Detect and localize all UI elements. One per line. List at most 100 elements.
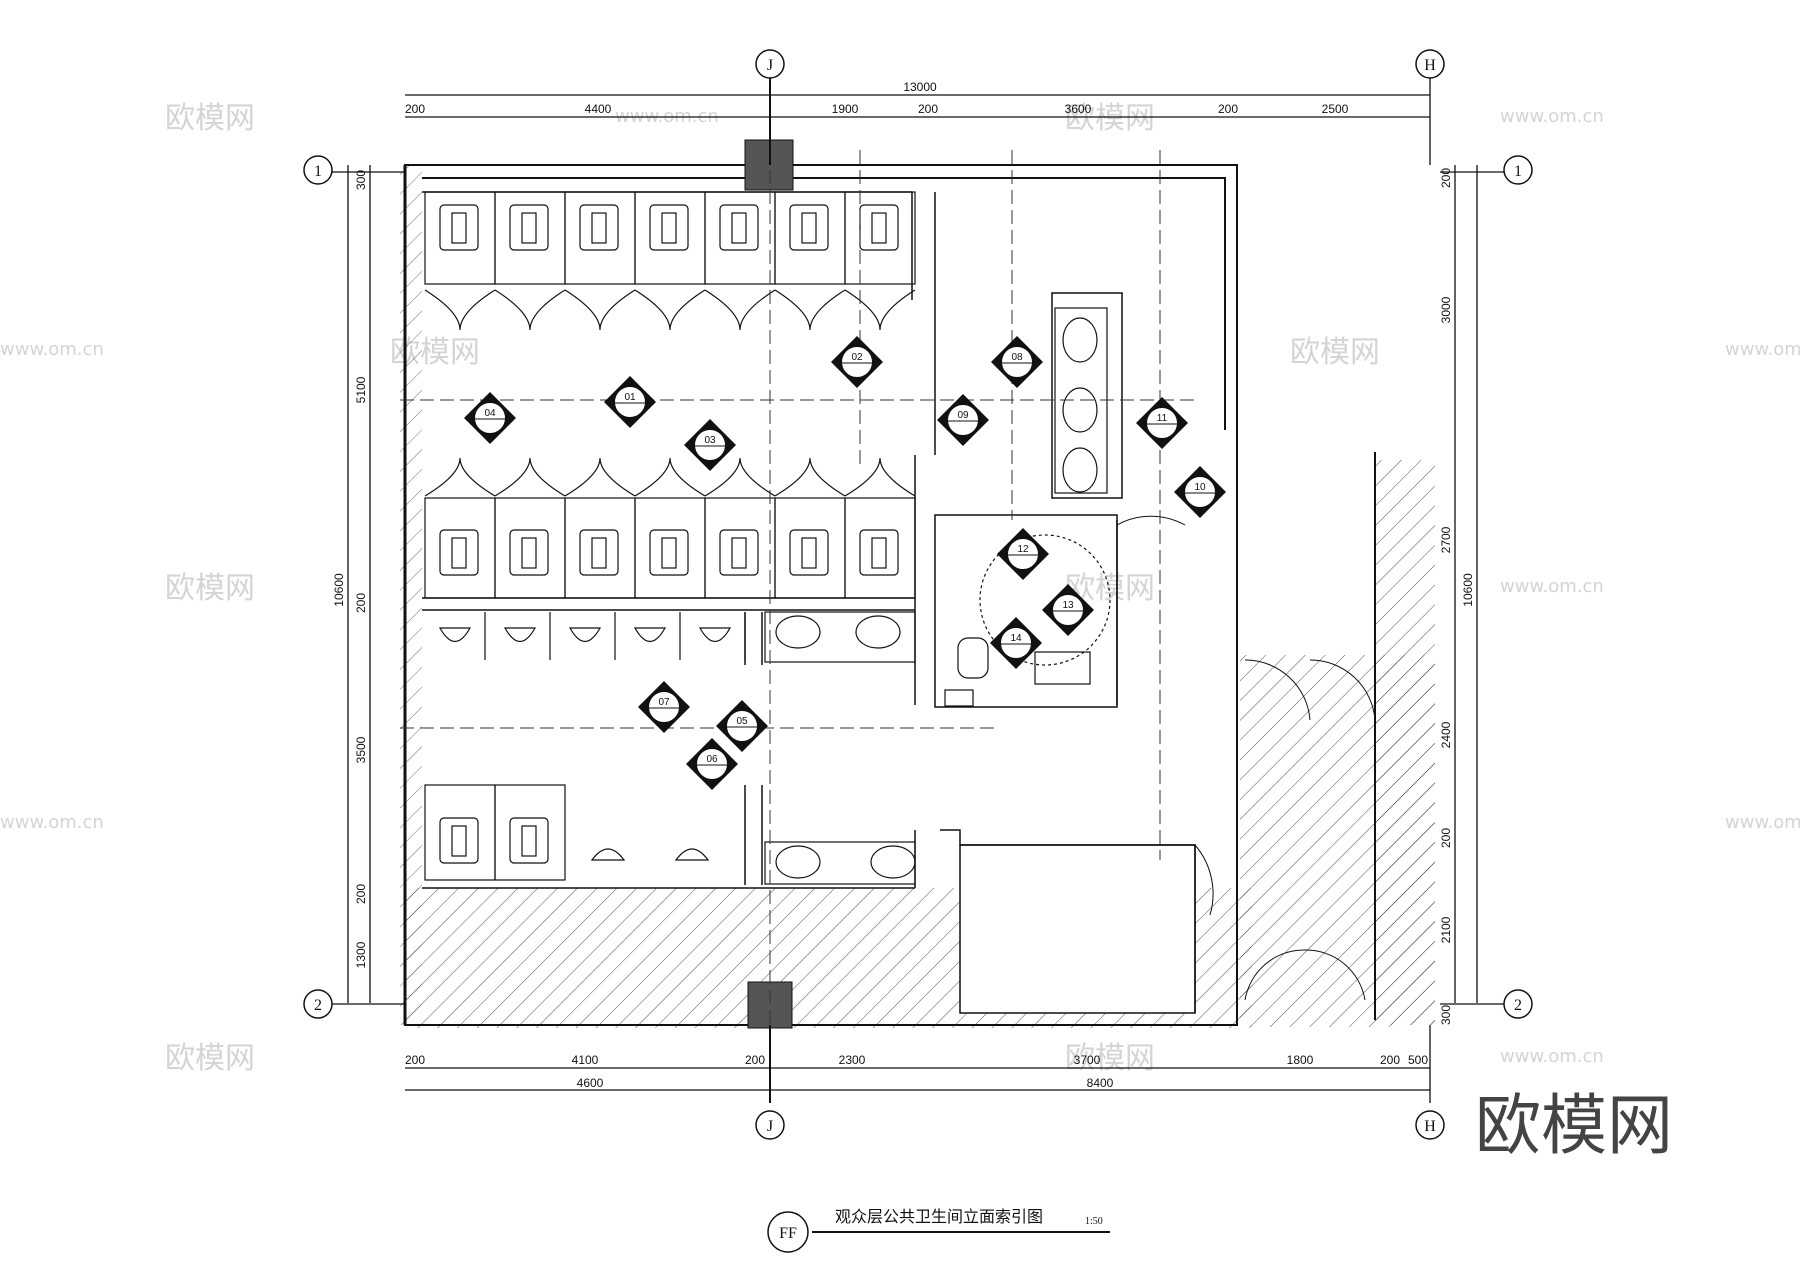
index-marker: 08 — [991, 336, 1043, 388]
index-marker-label: 09 — [957, 410, 969, 421]
watermark-brand: 欧模网 — [165, 101, 255, 136]
dim-right-seg: 2400 — [1439, 721, 1453, 748]
index-marker-label: 06 — [706, 754, 718, 765]
grid-label: 2 — [314, 997, 322, 1014]
grid-label: 2 — [1514, 997, 1522, 1014]
vanity-counter — [764, 841, 916, 885]
index-marker-label: 10 — [1194, 482, 1206, 493]
wash-basin — [1062, 447, 1098, 493]
drawing-title: 观众层公共卫生间立面索引图 — [835, 1208, 1043, 1226]
drawing-scale: 1:50 — [1085, 1216, 1103, 1227]
dim-bottom: 200 4100 200 2300 3700 1800 200 500 4600… — [405, 1053, 1428, 1090]
title-block: FF 观众层公共卫生间立面索引图 1:50 — [767, 1208, 1110, 1253]
toilet-stall — [634, 457, 706, 599]
watermark-brand: 欧模网 — [1290, 335, 1380, 370]
index-marker: 02 — [831, 336, 883, 388]
reference-lines — [400, 150, 1200, 1050]
view-mark: FF — [779, 1225, 797, 1242]
toilet-stall — [844, 457, 916, 599]
index-marker-label: 13 — [1062, 600, 1074, 611]
wash-basin — [1062, 387, 1098, 433]
toilet-stall — [564, 457, 636, 599]
toilet-stall — [494, 784, 566, 881]
index-marker-label: 07 — [658, 697, 670, 708]
dim-right-seg: 200 — [1439, 168, 1453, 188]
view-mark-circle — [767, 1211, 809, 1253]
dim-bottom-seg: 200 — [1380, 1053, 1400, 1067]
toilet-stall — [774, 457, 846, 599]
grid-label: 1 — [314, 163, 322, 180]
dim-left-seg: 200 — [354, 884, 368, 904]
watermark-brand: 欧模网 — [1065, 101, 1155, 136]
index-marker: 13 — [1042, 584, 1094, 636]
dim-left-total: 10600 — [332, 573, 346, 607]
urinal — [438, 612, 486, 660]
grid-label: J — [767, 1118, 773, 1135]
grid-bubble-col-h-bottom: H — [1415, 1110, 1445, 1140]
dim-left-seg: 200 — [354, 593, 368, 613]
grid-label: 1 — [1514, 163, 1522, 180]
dim-right-seg: 300 — [1439, 1005, 1453, 1025]
dim-top-seg: 2500 — [1322, 102, 1349, 116]
watermark-brand: 欧模网 — [1065, 1041, 1155, 1076]
index-marker-label: 04 — [484, 408, 496, 419]
toilet-stall — [494, 191, 566, 331]
dim-right-seg: 2100 — [1439, 916, 1453, 943]
urinal — [633, 612, 681, 660]
grid-label: H — [1424, 1118, 1436, 1135]
dim-right: 10600 200 3000 2700 2400 200 2100 300 — [1439, 168, 1475, 1025]
turning-circle — [979, 534, 1111, 666]
grid-bubble-row-1-left: 1 — [303, 155, 333, 185]
toilet-stall — [494, 457, 566, 599]
index-marker-label: 12 — [1017, 544, 1029, 555]
dim-top-seg: 200 — [918, 102, 938, 116]
grid-bubble-row-2-right: 2 — [1503, 989, 1533, 1019]
toilet-stall — [634, 191, 706, 331]
index-marker: 07 — [638, 681, 690, 733]
dim-bottom-total: 8400 — [1087, 1076, 1114, 1090]
watermark-logo: 欧模网 — [1475, 1087, 1673, 1164]
toilet-stall — [424, 457, 496, 599]
index-marker-label: 11 — [1157, 413, 1168, 424]
watermark-brand: 欧模网 — [165, 1041, 255, 1076]
dim-left-seg: 3500 — [354, 736, 368, 763]
index-marker: 03 — [684, 419, 736, 471]
fixtures — [424, 191, 1111, 885]
dim-bottom-seg: 200 — [405, 1053, 425, 1067]
dim-bottom-seg: 3700 — [1074, 1053, 1101, 1067]
index-marker: 09 — [937, 394, 989, 446]
dim-right-total: 10600 — [1461, 573, 1475, 607]
hatch-areas — [400, 165, 1435, 1028]
grid-label: J — [767, 57, 773, 74]
toilet-stall — [424, 191, 496, 331]
index-marker-label: 14 — [1010, 633, 1022, 644]
grid-bubble-row-1-right: 1 — [1503, 155, 1533, 185]
toilet-stall — [424, 784, 496, 881]
mop-sink — [944, 689, 974, 707]
dim-left-seg: 5100 — [354, 376, 368, 403]
index-marker-label: 02 — [851, 352, 863, 363]
vanity-counter — [764, 611, 916, 663]
dim-top-seg: 200 — [1218, 102, 1238, 116]
toilet-stall — [844, 191, 916, 331]
wash-basin — [855, 615, 901, 649]
watermark-brand: 欧模网 — [165, 571, 255, 606]
urinal — [674, 848, 710, 861]
watermark-url: www.om.cn — [1500, 576, 1604, 597]
grid-bubbles: J H J H 1 2 1 2 — [303, 49, 1533, 1140]
toilet-stall — [704, 457, 776, 599]
dim-right-seg: 200 — [1439, 828, 1453, 848]
dim-bottom-seg: 200 — [745, 1053, 765, 1067]
index-marker-label: 08 — [1011, 352, 1023, 363]
index-marker: 11 — [1136, 397, 1188, 449]
wash-basin — [870, 845, 916, 879]
watermark-url: www.om.cn — [1725, 812, 1800, 833]
grid-bubble-col-j-bottom: J — [755, 1110, 785, 1140]
index-marker: 06 — [686, 738, 738, 790]
wash-basin — [1034, 651, 1091, 685]
urinal — [503, 612, 551, 660]
watermark-layer: 欧模网 欧模网 欧模网 欧模网 欧模网 欧模网 欧模网 欧模网 www.om.c… — [0, 101, 1800, 1164]
index-marker-label: 03 — [704, 435, 716, 446]
index-marker: 10 — [1174, 466, 1226, 518]
